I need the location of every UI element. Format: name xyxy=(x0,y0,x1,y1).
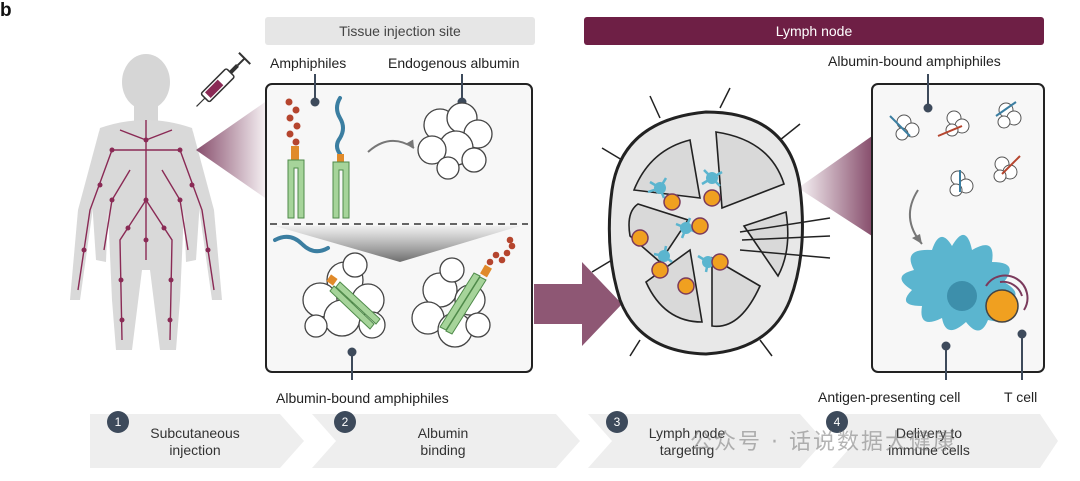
zoom-funnel-tissue xyxy=(196,100,268,200)
step-2-badge: 2 xyxy=(334,411,356,433)
step-bar xyxy=(90,414,1058,468)
step-3-label: Lymph node targeting xyxy=(622,425,752,459)
label-amphiphiles: Amphiphiles xyxy=(270,55,347,71)
step-chevron-1 xyxy=(90,414,304,468)
amphiphile-blue xyxy=(332,96,350,219)
albumin-binding-shadow xyxy=(275,226,520,262)
lymph-node xyxy=(591,87,831,357)
step-3-line1: Lymph node xyxy=(648,425,726,441)
step-chevron-3 xyxy=(588,414,824,468)
step-1-line1: Subcutaneous xyxy=(150,425,240,441)
pointer-albumin-bound-right xyxy=(923,74,933,113)
small-amphiphiles xyxy=(889,101,1021,192)
step-4-label: Delivery to immune cells xyxy=(864,425,994,459)
step-1-line2: injection xyxy=(169,442,221,458)
pointer-t-cell xyxy=(1017,329,1027,380)
step-4-badge: 4 xyxy=(826,411,848,433)
label-albumin-bound-right: Albumin-bound amphiphiles xyxy=(828,53,1001,69)
label-t-cell: T cell xyxy=(1004,389,1038,405)
step-4-line1: Delivery to xyxy=(895,425,963,441)
label-albumin-bound-bottom: Albumin-bound amphiphiles xyxy=(276,390,449,406)
step-2-line1: Albumin xyxy=(417,425,469,441)
albumin-bound-complex-left xyxy=(273,234,386,339)
transport-arrow xyxy=(534,262,622,346)
apc-nucleus xyxy=(947,281,977,311)
zoom-funnel-cells xyxy=(798,136,872,236)
panel-letter: b xyxy=(0,0,12,21)
step-3-line2: targeting xyxy=(659,442,715,458)
pointer-amphiphiles xyxy=(310,74,320,107)
step-2-label: Albumin binding xyxy=(380,425,506,459)
step-2-line2: binding xyxy=(420,442,466,458)
amphiphile-red xyxy=(285,98,305,219)
t-cell xyxy=(985,274,1029,323)
step-1-label: Subcutaneous injection xyxy=(130,425,260,459)
syringe-icon xyxy=(196,52,251,107)
lymph-node-header: Lymph node xyxy=(584,17,1044,45)
pointer-apc xyxy=(941,341,951,380)
step-chevron-2 xyxy=(312,414,580,468)
watermark: 公众号 · 话说数据大健康 xyxy=(690,430,957,455)
label-endogenous-albumin: Endogenous albumin xyxy=(388,55,520,71)
albumin-bound-complex-right xyxy=(411,236,516,348)
step-3-badge: 3 xyxy=(606,411,628,433)
label-antigen-presenting-cell: Antigen-presenting cell xyxy=(818,389,961,405)
albumin-protein xyxy=(417,102,493,180)
lymph-node-immune-cells xyxy=(631,169,729,295)
human-body-figure xyxy=(70,54,222,350)
step-1-badge: 1 xyxy=(107,411,129,433)
pointer-albumin-bound-bottom xyxy=(347,347,357,380)
tissue-injection-header: Tissue injection site xyxy=(265,17,535,45)
step-4-line2: immune cells xyxy=(888,442,970,458)
step-chevron-4 xyxy=(832,414,1058,468)
